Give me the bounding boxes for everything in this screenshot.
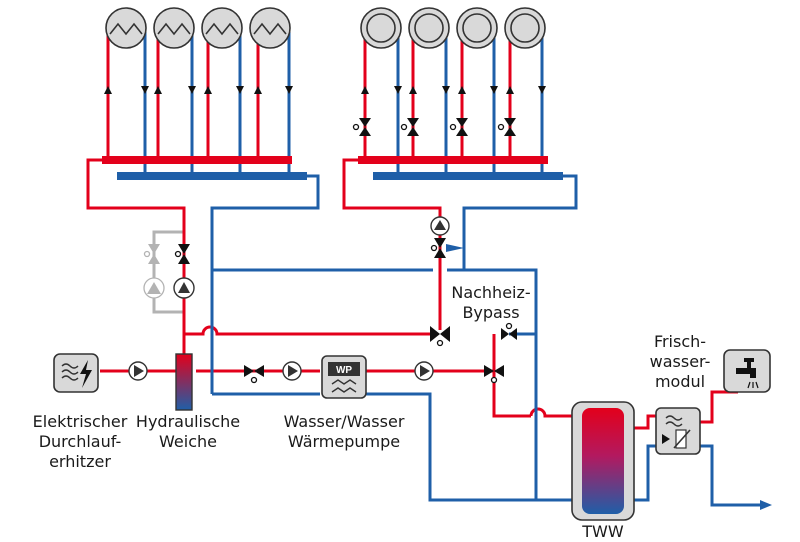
- tank-label: TWW: [582, 522, 624, 541]
- hydraulic-separator-icon: [175, 353, 193, 411]
- radiator-icon: [105, 7, 291, 49]
- tap-icon: [723, 349, 771, 393]
- hot-water-tank-icon: [571, 401, 635, 521]
- mixing-valve-icon: [359, 118, 516, 136]
- inactive-branch: [152, 230, 184, 314]
- heat-pump-icon: WP: [321, 355, 367, 399]
- heater-label: Elektrischer Durchlauf- erhitzer: [32, 412, 128, 471]
- heatpump-label: Wasser/Wasser Wärmepumpe: [283, 412, 405, 451]
- electric-heater-icon: [53, 353, 99, 393]
- floor-heating-circuits: [352, 7, 563, 180]
- heat-exchanger-icon: [655, 407, 701, 455]
- separator-label: Hydraulische Weiche: [135, 412, 241, 451]
- freshwater-label: Frisch- wasser- modul: [649, 332, 711, 391]
- floor-heating-icon: [360, 7, 546, 49]
- heatpump-badge: WP: [336, 365, 352, 376]
- mixing-valve-icon: [178, 238, 517, 377]
- radiator-circuits: [102, 7, 307, 180]
- return-pipes: [182, 174, 762, 507]
- bypass-label: Nachheiz- Bypass: [451, 283, 531, 322]
